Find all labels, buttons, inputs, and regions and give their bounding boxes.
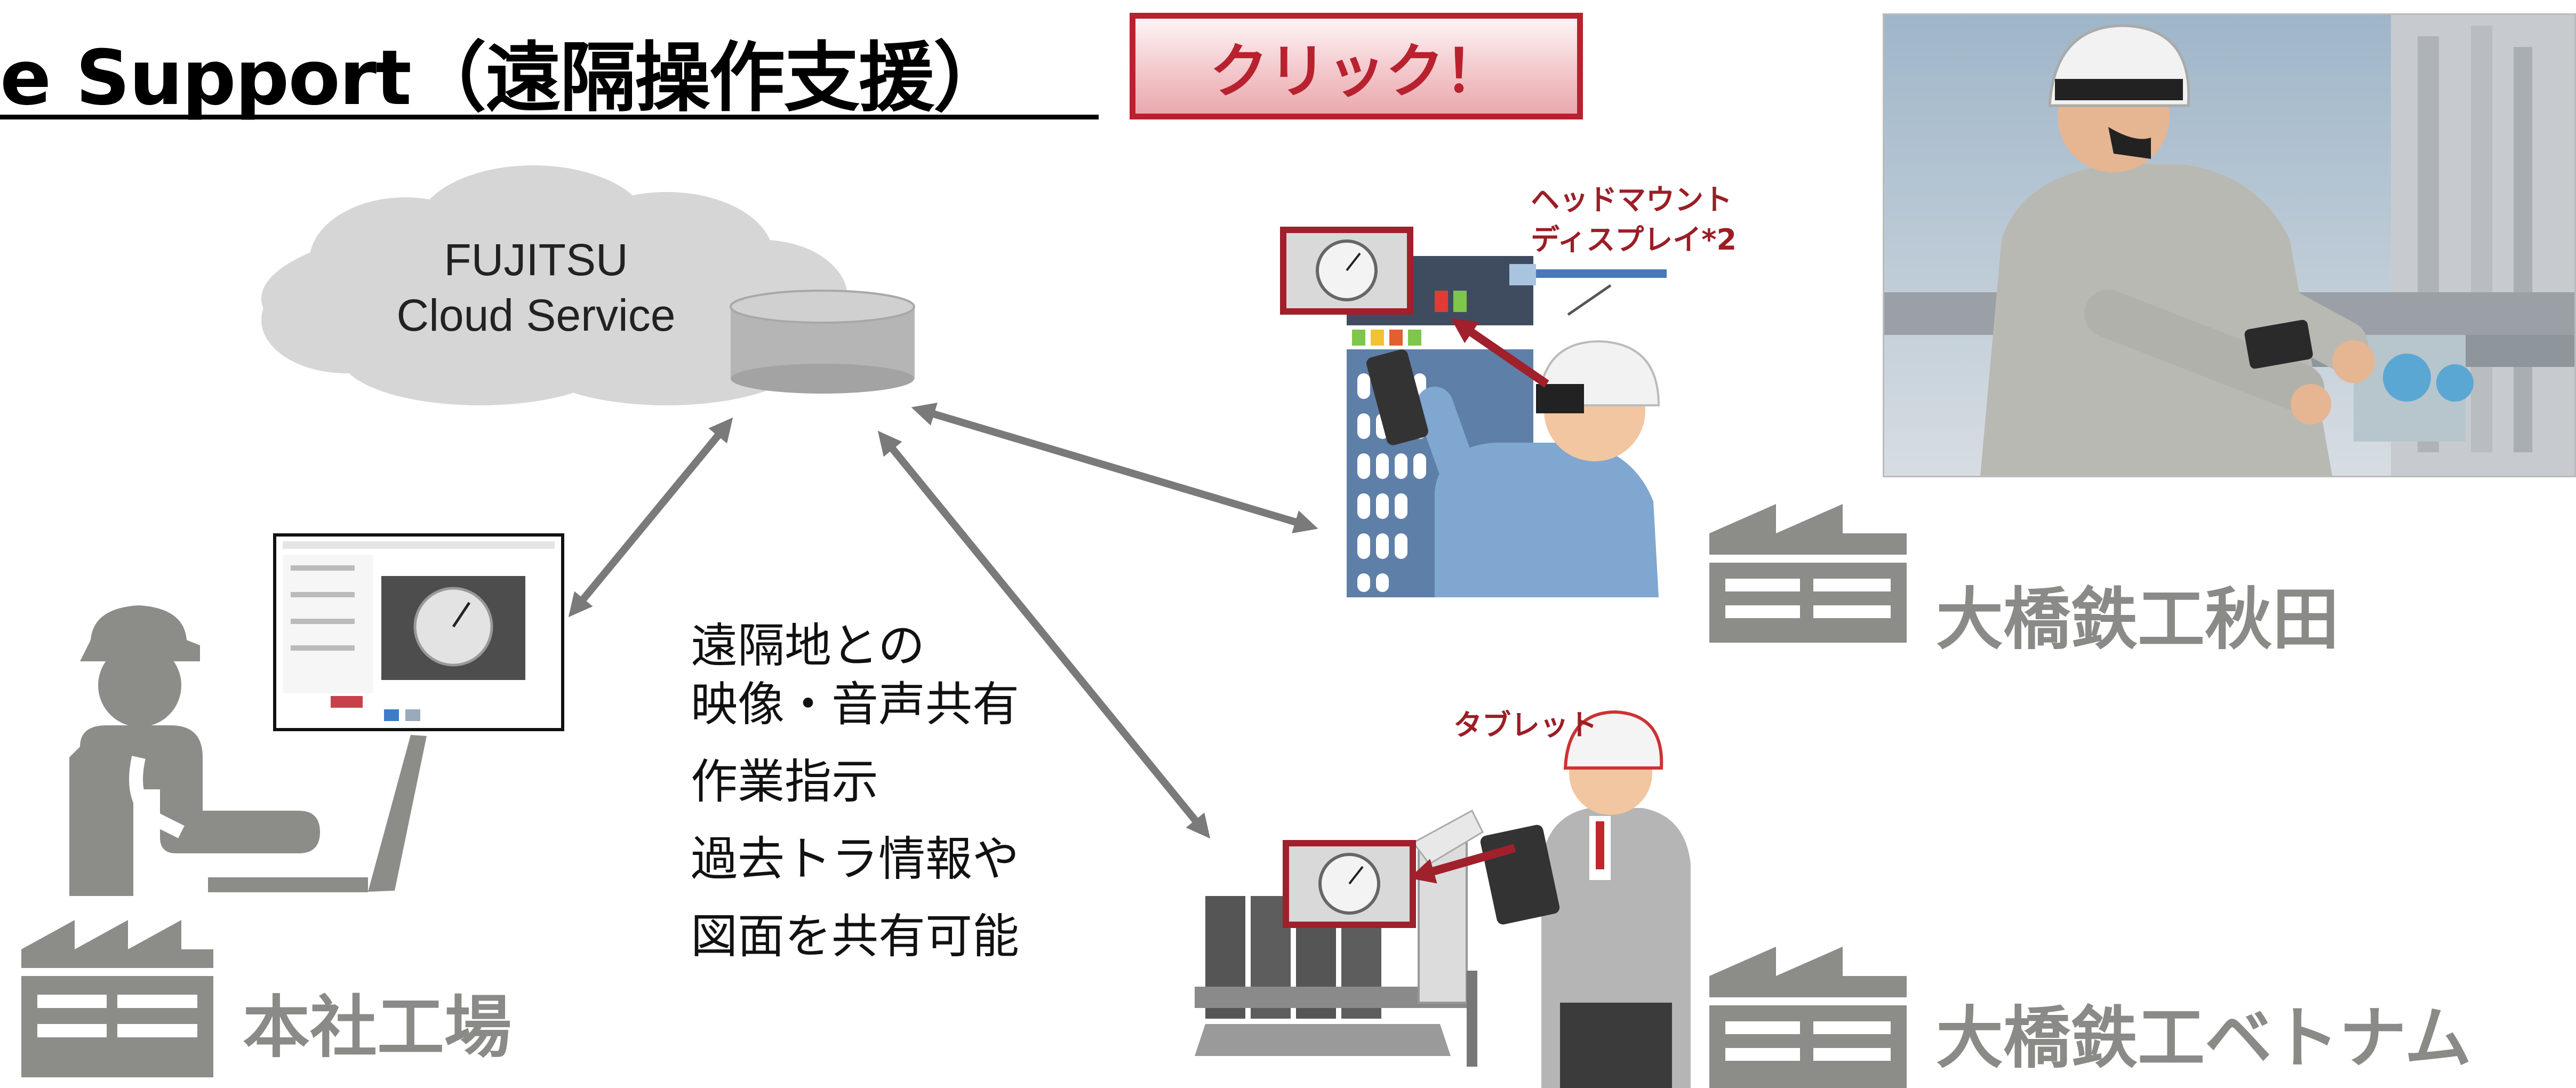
site-label-hq: 本社工場 bbox=[243, 988, 511, 1067]
database-icon bbox=[730, 290, 915, 394]
cloud-label-line1: FUJITSU bbox=[444, 235, 628, 285]
tablet-view-thumbnail bbox=[1283, 840, 1416, 928]
site-label-akita: 大橋鉄工秋田 bbox=[1936, 580, 2339, 659]
arrow-cloud-akita bbox=[911, 402, 1318, 534]
remote-operator-icon bbox=[69, 605, 427, 896]
page-title: e Support（遠隔操作支援） bbox=[0, 34, 1009, 122]
hmd-label-line2: ディスプレイ*2 bbox=[1531, 223, 1737, 257]
feature-line-3: 作業指示 bbox=[691, 754, 879, 809]
gauge-icon bbox=[1289, 846, 1410, 922]
arrow-cloud-vietnam bbox=[877, 430, 1211, 839]
factory-icon-hq bbox=[21, 920, 213, 1077]
connection-arrows bbox=[568, 402, 1318, 839]
tablet-label: タブレット bbox=[1453, 708, 1597, 742]
feature-line-2: 映像・音声共有 bbox=[691, 677, 1020, 732]
feature-line-4: 過去トラ情報や bbox=[691, 831, 1020, 886]
click-button[interactable]: クリック！ bbox=[1130, 13, 1583, 119]
photo-illustration bbox=[1884, 15, 2574, 476]
title-underline bbox=[0, 115, 1099, 119]
feature-line-5: 図面を共有可能 bbox=[691, 909, 1020, 964]
hmd-view-thumbnail bbox=[1280, 227, 1413, 315]
laptop-screen bbox=[273, 533, 564, 731]
feature-line-1: 遠隔地との bbox=[691, 618, 925, 673]
gauge-icon bbox=[1286, 233, 1407, 308]
hmd-label-line1: ヘッドマウント bbox=[1531, 183, 1732, 217]
factory-icon-akita bbox=[1709, 504, 1907, 643]
site-label-vietnam: 大橋鉄工ベトナム bbox=[1936, 999, 2472, 1077]
factory-icon-vietnam bbox=[1709, 947, 1907, 1088]
field-worker-photo bbox=[1883, 13, 2576, 477]
cloud-label-line2: Cloud Service bbox=[396, 290, 676, 340]
arrow-hq-cloud bbox=[568, 417, 733, 618]
cloud-service-label: FUJITSU Cloud Service bbox=[384, 232, 688, 343]
tablet-worker-illustration bbox=[1195, 710, 1691, 1088]
